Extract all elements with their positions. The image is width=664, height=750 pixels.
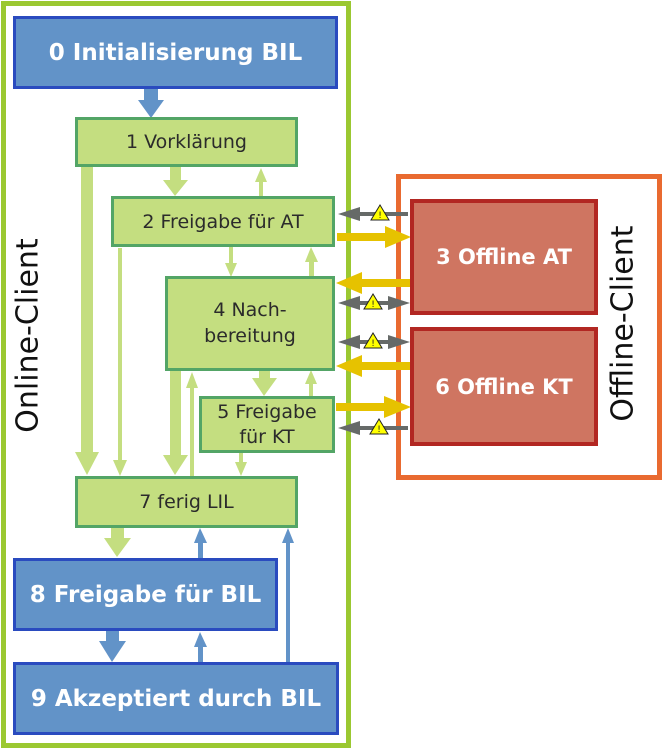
arrow-4-to-5	[252, 370, 277, 396]
arrow-2-to-4	[225, 246, 237, 277]
arrow-3-to-2-gray: !	[338, 204, 408, 221]
online-client-region	[1, 1, 351, 748]
node-2-freigabe-at: 2 Freigabe für AT	[111, 196, 335, 247]
arrow-2-to-3-yellow	[337, 226, 411, 248]
node-5-freigabe-kt: 5 Freigabe für KT	[199, 396, 335, 453]
node-0-initialisierung-bil: 0 Initialisierung BIL	[13, 16, 338, 89]
node-4-label-line2: bereitung	[204, 324, 296, 347]
node-7-label: 7 ferig LIL	[139, 491, 234, 513]
arrow-4-to-3-gray: !	[338, 293, 410, 310]
arrow-3-to-4-yellow	[336, 272, 410, 294]
arrow-9-to-7	[282, 528, 294, 662]
arrow-2-to-1	[255, 168, 267, 196]
arrow-0-to-1	[138, 88, 164, 118]
node-9-label: 9 Akzeptiert durch BIL	[30, 685, 322, 712]
arrow-2-to-7	[113, 248, 127, 476]
node-9-akzeptiert-bil: 9 Akzeptiert durch BIL	[13, 662, 339, 735]
node-8-label: 8 Freigabe für BIL	[29, 581, 262, 608]
arrow-4-to-7	[163, 370, 188, 475]
node-3-offline-at: 3 Offline AT	[410, 199, 598, 315]
node-1-label: 1 Vorklärung	[126, 131, 247, 153]
arrow-5-to-4	[305, 370, 317, 397]
warning-triangle-icon	[370, 204, 390, 221]
arrow-8-to-7	[194, 528, 207, 559]
arrow-1-to-2	[163, 167, 188, 196]
arrow-6-to-4-yellow	[336, 355, 410, 377]
arrow-4-to-6-gray: !	[338, 332, 410, 349]
arrow-5-to-7	[235, 453, 247, 476]
node-5-label-line2: für KT	[239, 425, 295, 448]
arrow-7-to-4	[186, 372, 198, 476]
node-5-label-line1: 5 Freigabe	[217, 400, 317, 423]
arrow-7-to-8	[104, 528, 131, 557]
node-6-offline-kt: 6 Offline KT	[410, 327, 598, 446]
svg-text:!: !	[377, 425, 381, 435]
node-1-vorklaerung: 1 Vorklärung	[75, 117, 298, 167]
warning-triangle-icon	[363, 332, 383, 349]
svg-text:!: !	[371, 300, 375, 310]
node-3-label: 3 Offline AT	[436, 245, 572, 269]
arrow-4-to-2	[305, 247, 318, 277]
node-2-label: 2 Freigabe für AT	[142, 210, 304, 233]
arrow-6-to-5-gray: !	[338, 418, 408, 435]
node-7-ferig-lil: 7 ferig LIL	[75, 476, 298, 528]
warning-triangle-icon	[369, 418, 389, 435]
node-6-label: 6 Offline KT	[435, 374, 573, 399]
arrow-9-to-8	[194, 632, 207, 662]
arrow-1-to-7	[75, 167, 99, 475]
arrow-5-to-6-yellow	[336, 396, 411, 418]
offline-client-region	[396, 174, 662, 480]
node-4-label-line1: 4 Nach-	[213, 298, 287, 321]
node-8-freigabe-bil: 8 Freigabe für BIL	[13, 558, 278, 631]
svg-text:!: !	[378, 211, 382, 221]
svg-text:!: !	[371, 339, 375, 349]
warning-triangle-icon	[363, 293, 383, 310]
node-4-nachbereitung: 4 Nach- bereitung	[165, 276, 335, 371]
arrow-8-to-9	[99, 631, 126, 662]
node-0-label: 0 Initialisierung BIL	[48, 39, 303, 66]
